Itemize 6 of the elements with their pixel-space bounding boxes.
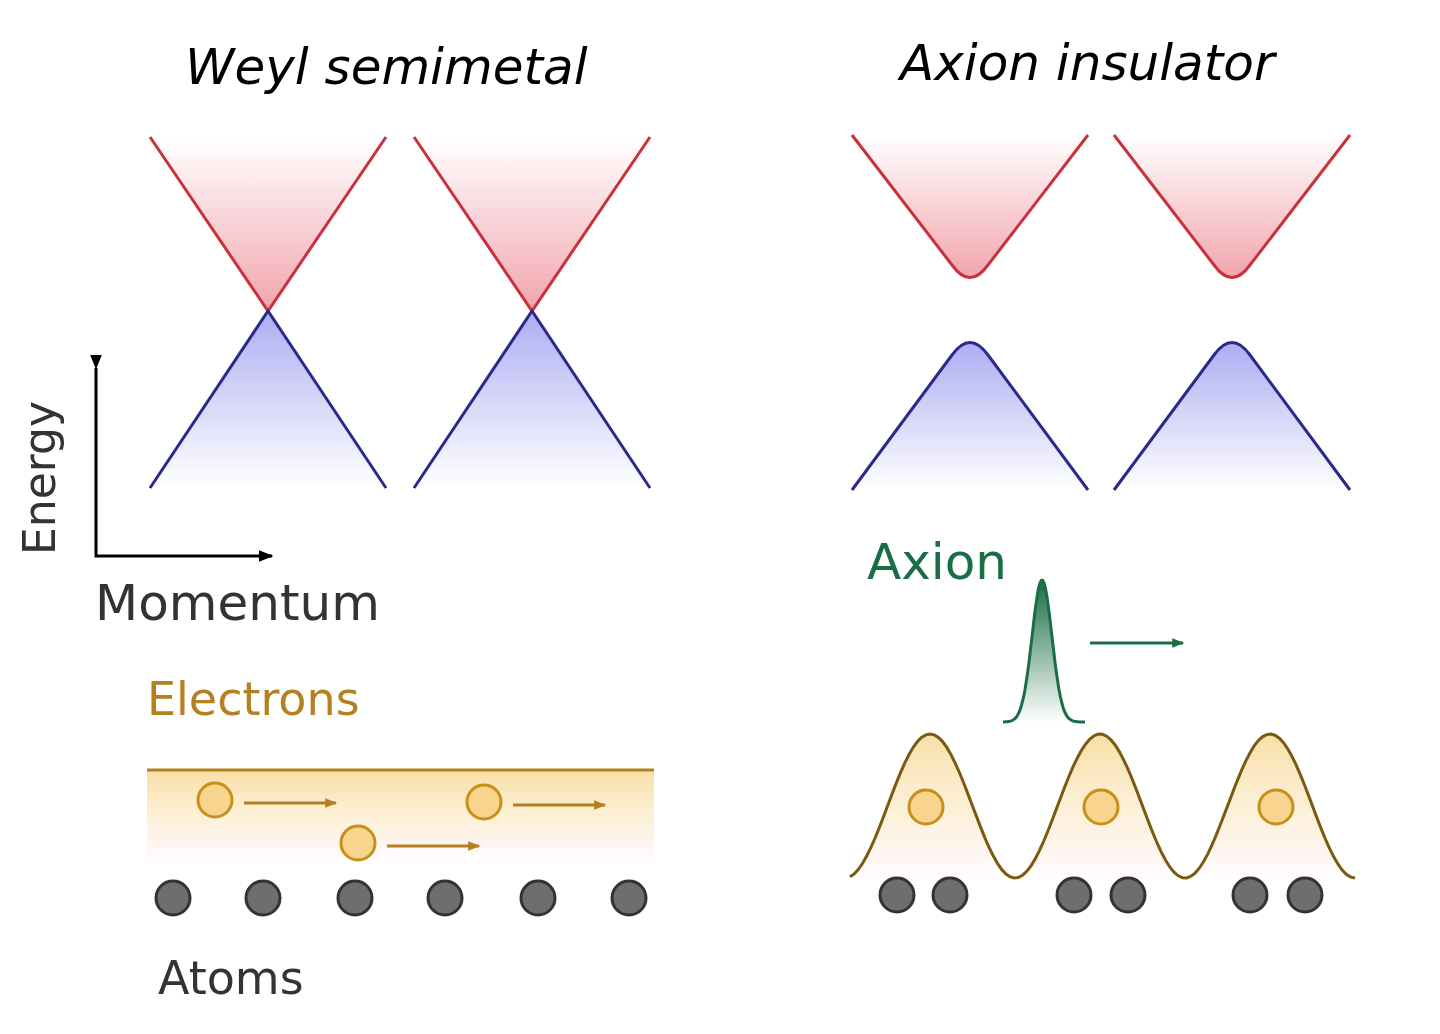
- atoms-label: Atoms: [158, 955, 304, 1001]
- electrons-label: Electrons: [147, 676, 360, 722]
- panel-title: Weyl semimetal: [185, 42, 588, 92]
- axion-label: Axion: [867, 537, 1007, 587]
- axis-label: Energy: [18, 400, 62, 555]
- axis-label: Momentum: [95, 578, 380, 628]
